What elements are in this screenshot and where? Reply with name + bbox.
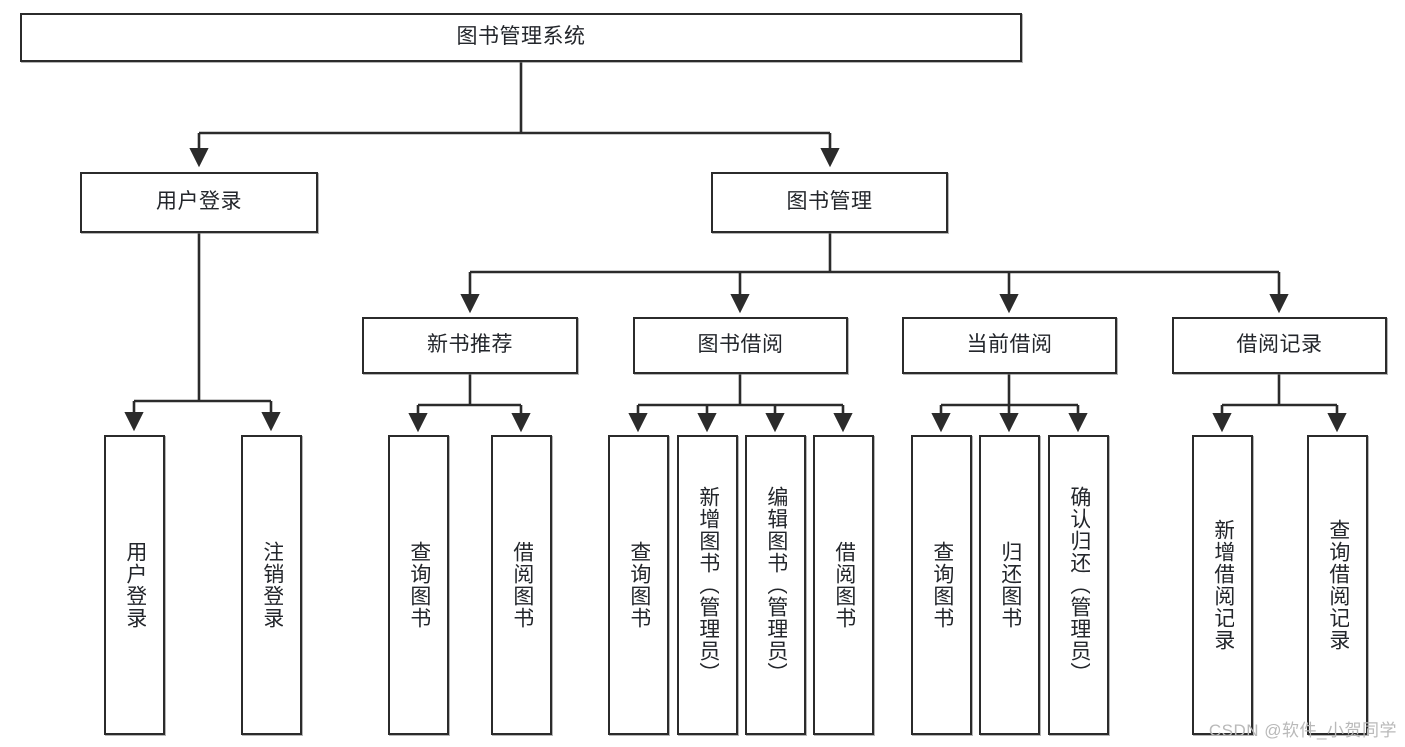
node-user-login[interactable]: 用户登录: [80, 172, 318, 233]
leaf-user-login-label: 用户登录: [123, 541, 146, 629]
node-borrow-record[interactable]: 借阅记录: [1172, 317, 1387, 374]
leaf-return-book[interactable]: 归还图书: [979, 435, 1040, 735]
node-borrow-record-label: 借阅记录: [1236, 333, 1323, 357]
leaf-user-login[interactable]: 用户登录: [104, 435, 165, 735]
node-current-borrow-label: 当前借阅: [966, 333, 1053, 357]
leaf-logout[interactable]: 注销登录: [241, 435, 302, 735]
leaf-return-book-label: 归还图书: [998, 541, 1021, 629]
leaf-add-borrow-record[interactable]: 新增借阅记录: [1192, 435, 1253, 735]
leaf-query-borrow-record-label: 查询借阅记录: [1326, 519, 1349, 651]
node-new-book-recommend[interactable]: 新书推荐: [362, 317, 578, 374]
watermark: CSDN @软件_小贺同学: [1208, 721, 1397, 740]
node-user-login-label: 用户登录: [156, 190, 242, 214]
leaf-borrow-book-1[interactable]: 借阅图书: [491, 435, 552, 735]
node-book-borrow[interactable]: 图书借阅: [633, 317, 848, 374]
leaf-add-book-admin-label: 新增图书（管理员）: [696, 486, 719, 684]
leaf-edit-book-admin[interactable]: 编辑图书（管理员）: [745, 435, 806, 735]
leaf-query-book-2[interactable]: 查询图书: [608, 435, 669, 735]
node-current-borrow[interactable]: 当前借阅: [902, 317, 1117, 374]
leaf-edit-book-admin-label: 编辑图书（管理员）: [764, 486, 787, 684]
leaf-add-book-admin[interactable]: 新增图书（管理员）: [677, 435, 738, 735]
leaf-query-book-1[interactable]: 查询图书: [388, 435, 449, 735]
leaf-query-borrow-record[interactable]: 查询借阅记录: [1307, 435, 1368, 735]
leaf-borrow-book-2-label: 借阅图书: [832, 541, 855, 629]
node-book-manage[interactable]: 图书管理: [711, 172, 948, 233]
leaf-confirm-return-admin[interactable]: 确认归还（管理员）: [1048, 435, 1109, 735]
leaf-query-book-3[interactable]: 查询图书: [911, 435, 972, 735]
leaf-query-book-1-label: 查询图书: [407, 541, 430, 629]
leaf-query-book-2-label: 查询图书: [627, 541, 650, 629]
leaf-confirm-return-admin-label: 确认归还（管理员）: [1067, 486, 1090, 684]
leaf-query-book-3-label: 查询图书: [930, 541, 953, 629]
node-new-book-recommend-label: 新书推荐: [427, 333, 513, 357]
leaf-borrow-book-1-label: 借阅图书: [510, 541, 533, 629]
node-book-borrow-label: 图书借阅: [697, 333, 784, 357]
leaf-borrow-book-2[interactable]: 借阅图书: [813, 435, 874, 735]
leaf-add-borrow-record-label: 新增借阅记录: [1211, 519, 1234, 651]
node-root[interactable]: 图书管理系统: [20, 13, 1022, 62]
node-book-manage-label: 图书管理: [786, 190, 873, 214]
leaf-logout-label: 注销登录: [260, 541, 283, 629]
node-root-label: 图书管理系统: [456, 25, 586, 49]
